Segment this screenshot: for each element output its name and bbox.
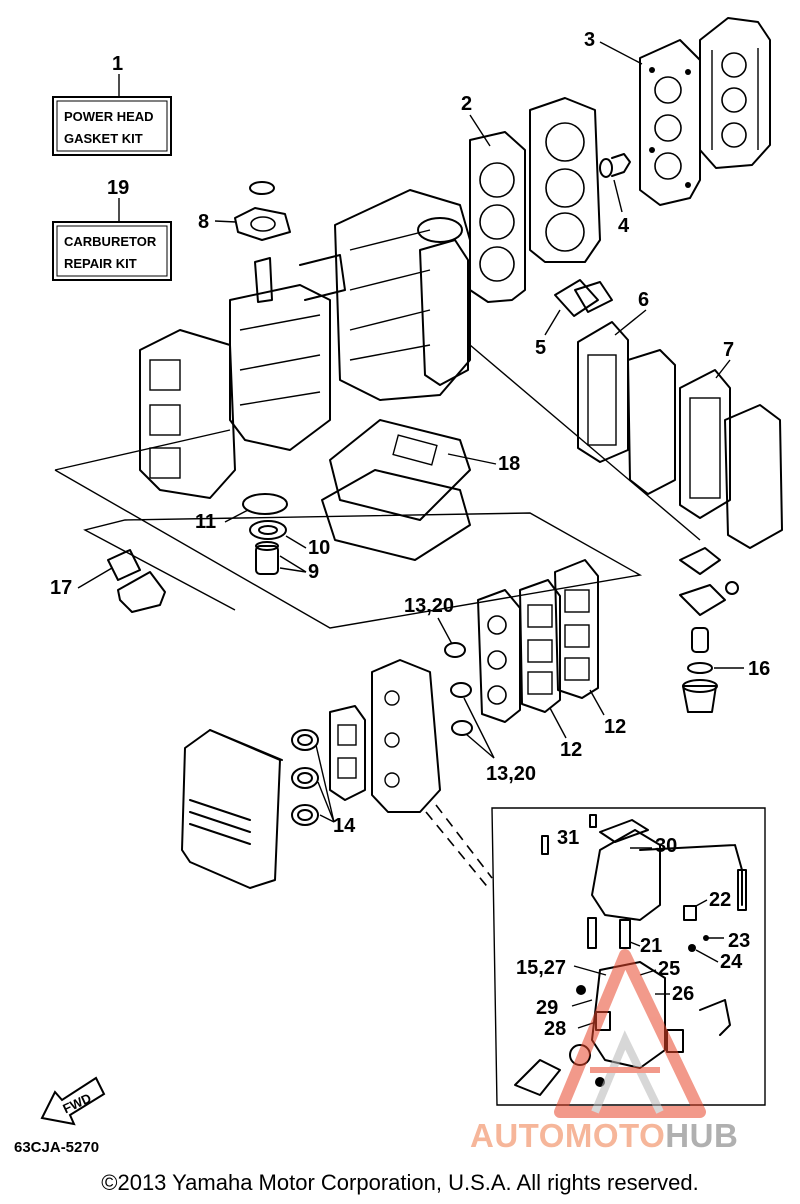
callout-18: 18	[498, 453, 520, 475]
cover-part-17	[107, 549, 166, 613]
callout-8: 8	[198, 211, 209, 233]
callout-2: 2	[461, 93, 472, 115]
kit-1-line-1: POWER HEAD	[64, 109, 154, 124]
callout-4: 4	[618, 215, 630, 237]
callout-29: 29	[536, 997, 558, 1019]
gasket-part-14-plate	[329, 705, 366, 801]
gasket-part-6	[577, 321, 629, 463]
callout-17: 17	[50, 577, 72, 599]
exhaust-plate	[627, 349, 676, 495]
seals-part-14	[291, 729, 319, 826]
callout-28: 28	[544, 1018, 566, 1040]
callout-21: 21	[640, 935, 662, 957]
watermark-logo	[554, 949, 706, 1118]
kit-box-power-head-gasket: 1 POWER HEAD GASKET KIT	[52, 53, 172, 156]
cylinder-head-cover	[699, 17, 771, 169]
o-ring-part-11	[242, 493, 288, 515]
callout-12-outer: 12	[604, 716, 626, 738]
callout-23: 23	[728, 930, 750, 952]
cylinder-block	[529, 97, 601, 263]
gasket-part-7	[679, 369, 731, 519]
callout-16: 16	[748, 658, 770, 680]
callout-13-20-top: 13,20	[404, 595, 454, 617]
callout-13-20-bottom: 13,20	[486, 763, 536, 785]
head-gasket-part-2	[469, 131, 526, 303]
fwd-label: FWD	[60, 1090, 93, 1116]
seal-part-8	[234, 181, 291, 241]
watermark-part-2: HUB	[665, 1117, 739, 1154]
callout-26: 26	[672, 983, 694, 1005]
callout-30: 30	[655, 835, 677, 857]
callout-5: 5	[535, 337, 546, 359]
callout-9: 9	[308, 561, 319, 583]
bearing-part-9	[255, 541, 279, 575]
kit-19-line-2: REPAIR KIT	[64, 256, 137, 271]
callout-14: 14	[333, 815, 356, 837]
kit-box-carburetor-repair: 19 CARBURETOR REPAIR KIT	[52, 177, 172, 281]
crankcase-block	[334, 189, 471, 401]
callout-22: 22	[709, 889, 731, 911]
plug-part-4	[599, 153, 631, 178]
gasket-part-18	[321, 419, 471, 561]
reed-valve-block	[371, 659, 441, 813]
callout-6: 6	[638, 289, 649, 311]
watermark-wordmark: AUTOMOTOHUB	[470, 1117, 738, 1155]
callout-7: 7	[723, 339, 734, 361]
intake-manifold	[477, 589, 521, 723]
carburetor-body	[591, 819, 747, 921]
float-pin-part-29	[576, 985, 586, 995]
callout-25: 25	[658, 958, 680, 980]
callout-10: 10	[308, 537, 330, 559]
thermostat-part-16	[679, 547, 739, 713]
spring-part-24	[688, 944, 696, 952]
intake-silencer	[181, 729, 283, 889]
cylinder-head-gasket-part-3	[639, 39, 701, 206]
callout-12-inner: 12	[560, 739, 582, 761]
crankshaft	[229, 254, 346, 451]
callout-24: 24	[720, 951, 743, 973]
needle-part-21	[587, 917, 631, 949]
callout-15-27: 15,27	[516, 957, 566, 979]
exhaust-outer-cover	[724, 404, 783, 549]
copyright-notice: ©2013 Yamaha Motor Corporation, U.S.A. A…	[101, 1170, 699, 1195]
watermark-part-1: AUTOMOTO	[470, 1117, 666, 1154]
kit-19-line-1: CARBURETOR	[64, 234, 157, 249]
exhaust-cover-left	[139, 329, 236, 499]
diagram-code: 63CJA-5270	[14, 1139, 100, 1156]
callout-3: 3	[584, 29, 595, 51]
kit-1-line-2: GASKET KIT	[64, 131, 143, 146]
gasket-part-5	[554, 279, 613, 317]
callout-31: 31	[557, 827, 579, 849]
reed-gaskets-part-13-20	[444, 642, 473, 736]
screw-part-23	[703, 935, 724, 941]
callout-19: 19	[107, 177, 129, 199]
fwd-arrow-icon: FWD	[40, 1076, 106, 1126]
callout-11: 11	[195, 511, 216, 533]
screws-part-31	[541, 814, 597, 855]
gasket-part-12-inner	[519, 579, 561, 713]
gasket-part-12-outer	[554, 559, 599, 699]
oil-seal-part-10	[249, 520, 287, 540]
jet-part-22	[683, 905, 697, 921]
callout-1: 1	[112, 53, 123, 75]
